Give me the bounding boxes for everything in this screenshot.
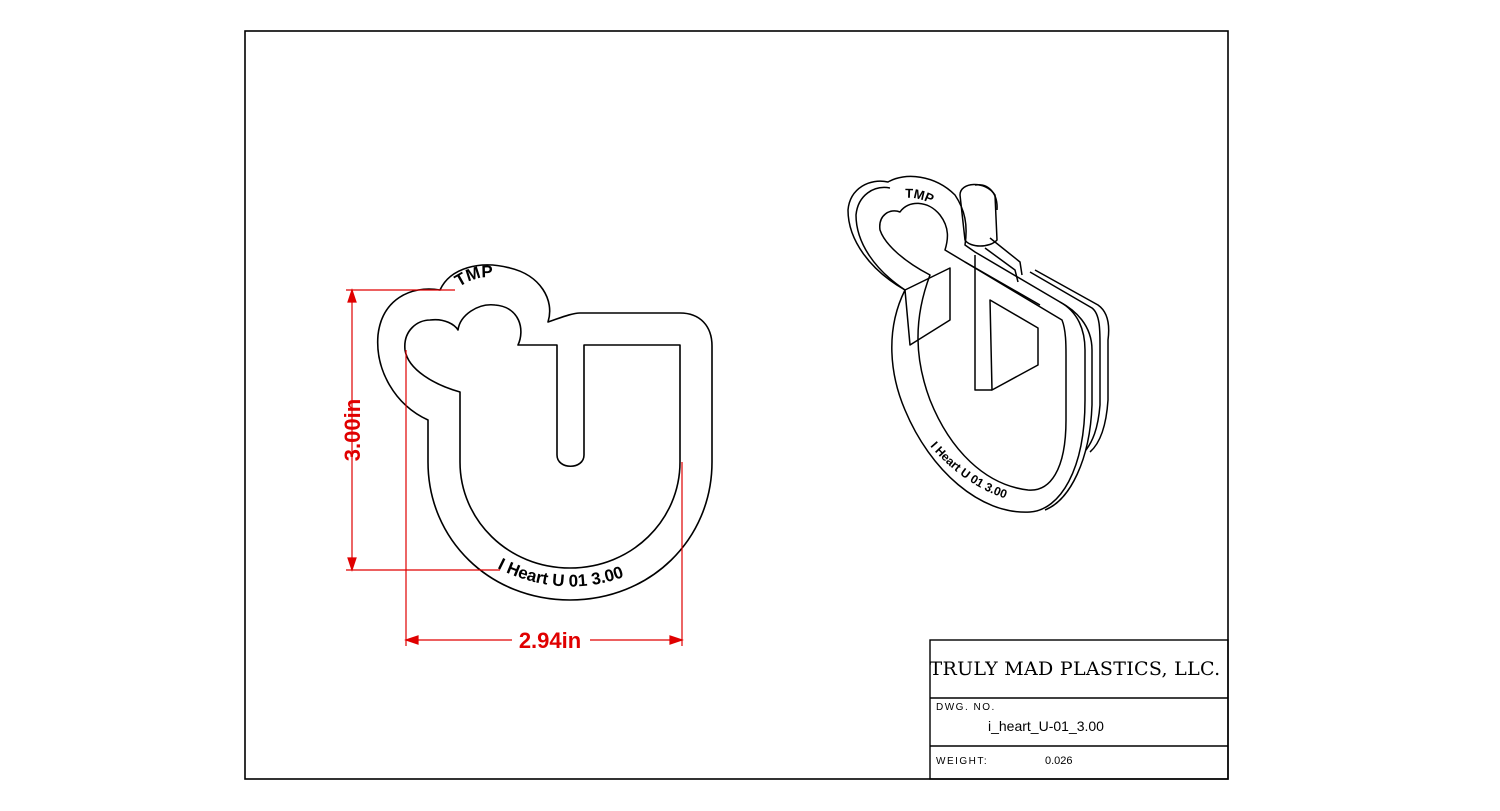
weight-value: 0.026 <box>1045 755 1073 767</box>
company-name: TRULY MAD PLASTICS, LLC. <box>929 658 1220 680</box>
title-block-frame <box>929 639 1229 780</box>
height-arrow-top <box>347 288 357 303</box>
iso-back-plate <box>1034 269 1110 453</box>
weight-label: WEIGHT: <box>936 756 988 767</box>
dimension-height <box>346 288 500 572</box>
height-arrow-bottom <box>347 557 357 572</box>
iso-slot-plane <box>904 267 951 346</box>
iso-outer-rim <box>847 175 1086 513</box>
front-view <box>376 264 713 601</box>
width-text-background <box>512 626 590 652</box>
width-arrow-left <box>404 635 419 645</box>
height-dimension-text: 3.00in <box>340 399 365 461</box>
iso-view <box>847 175 1110 513</box>
iso-knob <box>959 183 998 247</box>
iso-inner-opening <box>879 202 1067 491</box>
dwg-no-value: i_heart_U-01_3.00 <box>988 718 1104 734</box>
front-outer-outline <box>376 264 713 601</box>
front-top-emboss: TMP <box>451 262 492 290</box>
front-bottom-emboss: I Heart U 01 3.00 <box>495 555 625 591</box>
dimension-width <box>404 350 684 646</box>
width-dimension-text: 2.94in <box>519 628 581 653</box>
title-block <box>929 639 1229 780</box>
dwg-no-label: DWG. NO. <box>936 702 996 713</box>
front-inner-outline <box>404 304 681 569</box>
sheet-border <box>244 30 1229 780</box>
width-arrow-right <box>669 635 684 645</box>
